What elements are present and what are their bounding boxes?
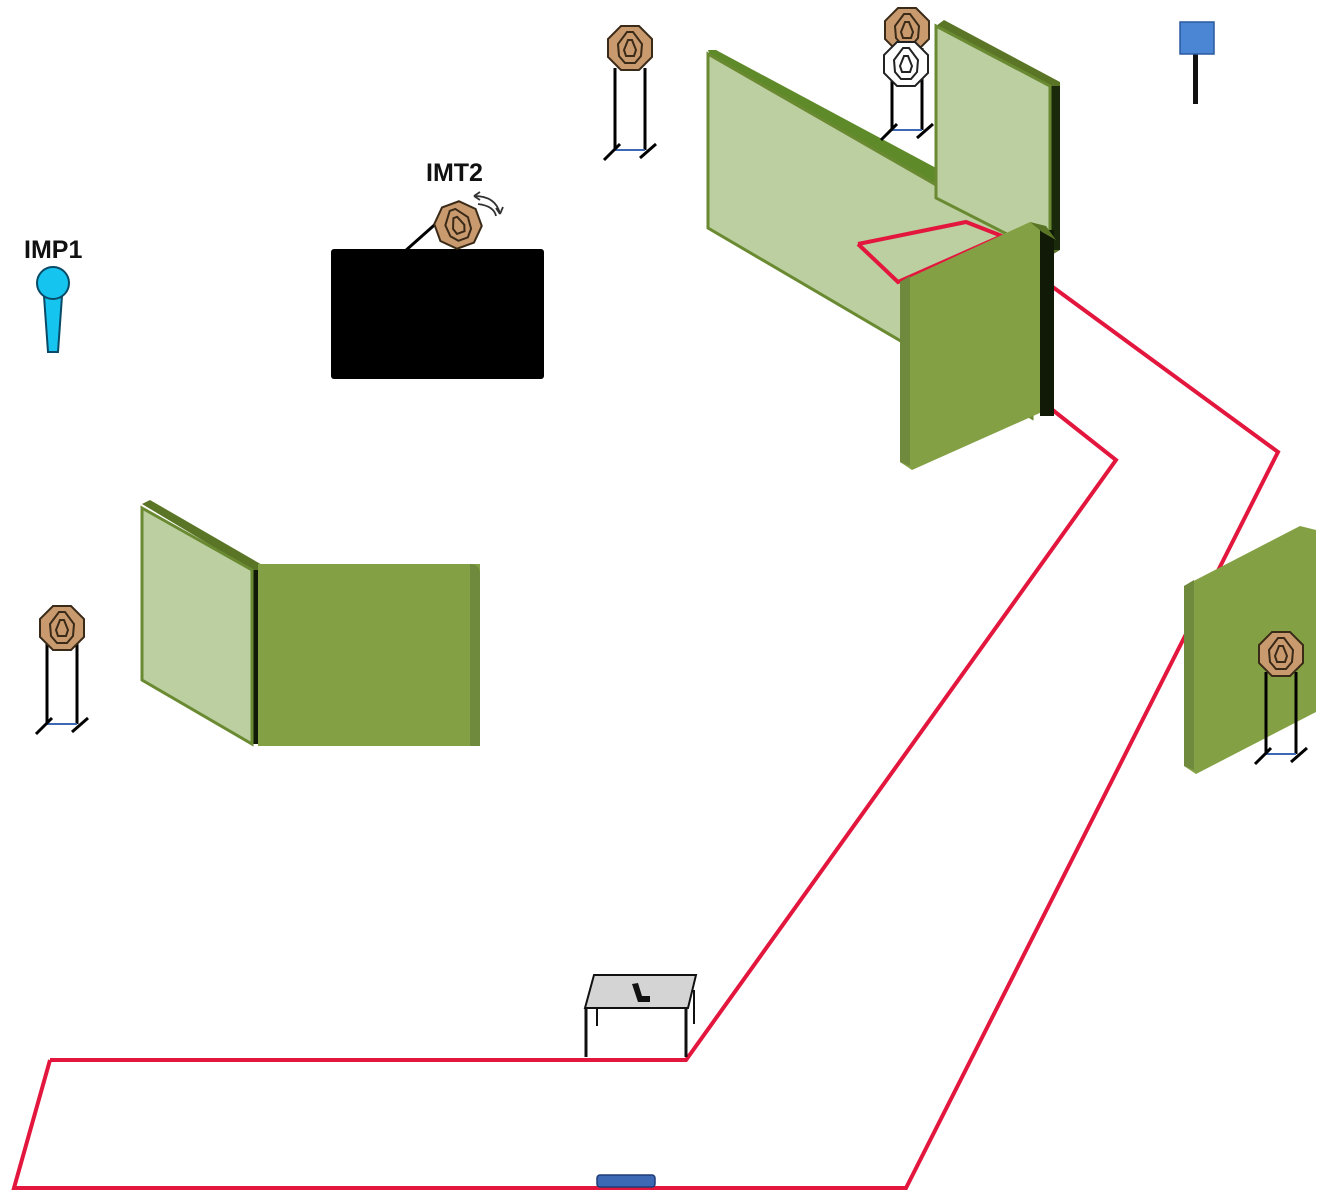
- octagon-target-icon: [602, 25, 658, 162]
- popper-label: IMP1: [24, 236, 82, 264]
- popper-icon: [36, 266, 70, 353]
- fault-line-marker: [596, 1174, 656, 1188]
- wall-left-flat: [258, 564, 480, 746]
- wall-corner-front: [900, 222, 1056, 470]
- wall-right: [1184, 526, 1316, 774]
- activation-flag-icon: [1179, 21, 1215, 104]
- octagon-target-icon: [34, 605, 90, 736]
- start-table: [583, 974, 698, 1057]
- mover-base: [331, 249, 544, 379]
- boundary-line-outer: [11, 283, 1281, 1190]
- pistol-icon: [632, 983, 650, 1002]
- wall-upper-right: [934, 20, 1060, 259]
- boundary-line-inner: [50, 398, 1119, 1062]
- swing-arrow-icon: [473, 191, 504, 217]
- wall-left-angled: [140, 500, 266, 747]
- octagon-target-icon: [428, 195, 488, 255]
- mover-target-label: IMT2: [426, 159, 483, 187]
- no-shoot-target-icon: [883, 41, 929, 87]
